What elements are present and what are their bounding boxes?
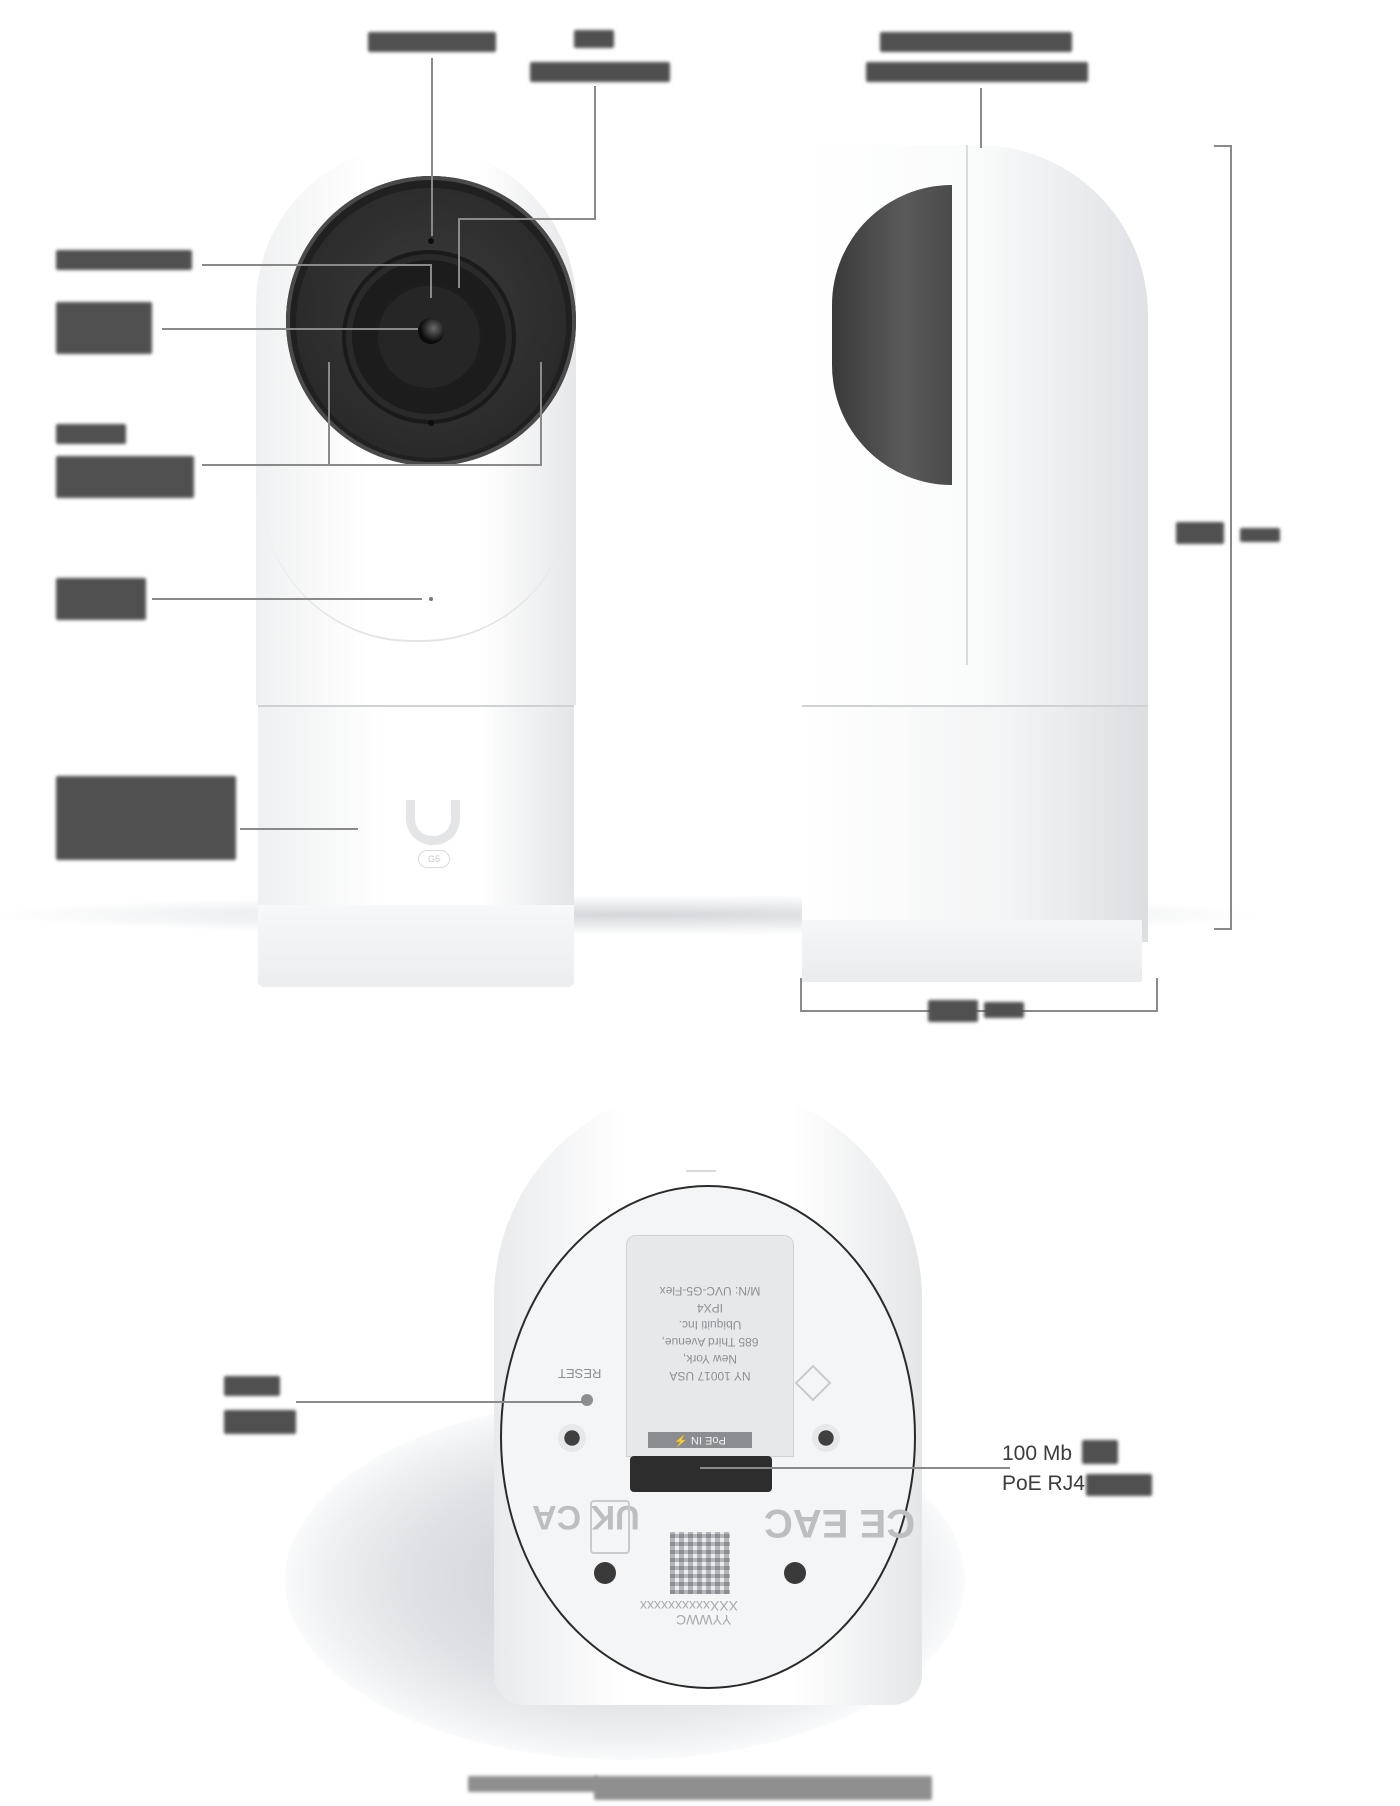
reset-button[interactable] <box>581 1394 593 1406</box>
plate-address-1: 685 Third Avenue, <box>661 1335 759 1349</box>
callout-label-side-top-1 <box>880 32 1072 52</box>
top-seam <box>686 1170 716 1172</box>
callout-label-rear-right-redact-1 <box>1082 1440 1118 1464</box>
microphone-hole <box>428 238 434 244</box>
model-badge: G5 <box>418 850 450 868</box>
plate-address-2: New York, <box>682 1352 738 1366</box>
callout-line <box>458 218 596 220</box>
head-contour <box>262 470 572 642</box>
callout-line <box>328 362 330 466</box>
screw-right <box>784 1562 806 1584</box>
side-seam <box>966 145 968 665</box>
plate-rating: IPX4 <box>697 1301 724 1315</box>
plate-model: M/N: UVC-G5-Flex <box>659 1284 761 1298</box>
callout-line <box>162 328 418 330</box>
qr-code <box>670 1532 730 1594</box>
callout-line <box>431 58 433 236</box>
poe-in-label: PoE IN ⚡ <box>648 1432 752 1448</box>
callout-line <box>594 86 596 220</box>
mount-hole-right <box>812 1424 840 1452</box>
dimension-tick <box>1156 978 1158 1012</box>
callout-line <box>700 1467 1010 1469</box>
dimension-line-depth <box>800 1010 1158 1012</box>
dimension-unit-height <box>1240 528 1280 542</box>
screw-left <box>594 1562 616 1584</box>
dimension-label-depth <box>928 1000 978 1022</box>
caption-part-2 <box>594 1776 932 1800</box>
callout-label-rear-right-redact-2 <box>1086 1474 1152 1496</box>
side-camera-base <box>802 705 1148 942</box>
callout-label-rear-left-1 <box>224 1376 280 1396</box>
callout-line <box>430 264 432 298</box>
date-code: YYWWC <box>676 1612 732 1628</box>
callout-line <box>152 598 422 600</box>
caption-part-1 <box>468 1776 598 1792</box>
callout-line <box>540 362 542 466</box>
callout-label-left-2 <box>56 302 152 354</box>
dimension-label-height <box>1176 522 1224 544</box>
callout-label-left-4 <box>56 578 146 620</box>
reset-label: RESET <box>558 1366 602 1381</box>
brand-logo-icon <box>406 800 460 845</box>
callout-line <box>202 464 542 466</box>
callout-line <box>240 828 358 830</box>
dimension-line-height <box>1230 145 1232 930</box>
front-camera-foot <box>258 905 574 987</box>
light-sensor-hole <box>428 420 434 426</box>
callout-label-rear-right-1: 100 Mb <box>1002 1442 1073 1465</box>
rj45-port[interactable] <box>630 1456 772 1492</box>
callout-label-top-right-1 <box>574 30 614 48</box>
ce-eac-mark: CE EAC <box>764 1501 916 1545</box>
callout-label-side-top-2 <box>866 62 1088 82</box>
mount-hole-left <box>558 1424 586 1452</box>
dimension-unit-depth <box>984 1002 1024 1018</box>
callout-label-top-center <box>368 32 496 52</box>
plate-maker: Ubiquiti Inc. <box>678 1318 742 1332</box>
callout-line <box>458 218 460 288</box>
callout-line <box>202 264 432 266</box>
callout-label-left-3a <box>56 424 126 444</box>
dimension-tick <box>800 978 802 1012</box>
dimension-tick <box>1214 928 1232 930</box>
callout-label-left-3b <box>56 456 194 498</box>
callout-label-left-5 <box>56 776 236 860</box>
callout-label-rear-left-2 <box>224 1410 296 1434</box>
lens-center <box>418 318 444 344</box>
plate-text-block: NY 10017 USA New York, 685 Third Avenue,… <box>627 1282 793 1384</box>
weee-bin-icon <box>590 1500 630 1554</box>
label-plate: NY 10017 USA New York, 685 Third Avenue,… <box>626 1235 794 1457</box>
callout-line <box>296 1401 586 1403</box>
callout-label-left-1 <box>56 250 192 270</box>
side-camera-foot <box>802 920 1142 982</box>
plate-address-3: NY 10017 USA <box>669 1369 751 1383</box>
callout-line <box>980 88 982 148</box>
dimension-tick <box>1214 145 1232 147</box>
callout-label-top-right-2 <box>530 62 670 82</box>
callout-label-rear-right-2: PoE RJ4 <box>1002 1472 1085 1495</box>
